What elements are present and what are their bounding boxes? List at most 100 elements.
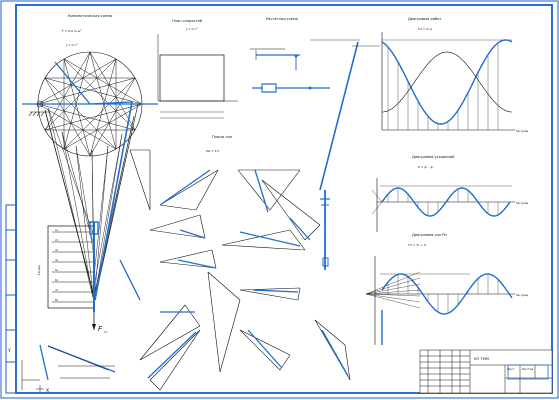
star-ray bbox=[63, 58, 91, 157]
force-formula: Tп = T₁ + T₂ bbox=[407, 243, 428, 247]
vertical-axis-label: Fк(мм) bbox=[37, 265, 41, 275]
kinematic-formula-2: J = m·r² bbox=[65, 43, 78, 47]
star-ray bbox=[44, 77, 143, 105]
wave-axis-label-1: Sв град bbox=[516, 129, 528, 133]
fan-line bbox=[365, 277, 421, 295]
bottom-left-scheme: X Y bbox=[7, 344, 116, 394]
binding-strip bbox=[5, 204, 17, 394]
scale-mark-label: 1₀ bbox=[55, 228, 59, 232]
force-vector bbox=[199, 214, 206, 239]
star-ray bbox=[44, 77, 91, 157]
wave-axis-label-2: Sв град bbox=[516, 201, 528, 205]
force-label: F bbox=[98, 325, 103, 333]
star-ray bbox=[63, 51, 91, 150]
force-vector bbox=[207, 271, 241, 301]
force-vector bbox=[149, 229, 206, 239]
kinematic-formula-1: F = 8.9·m·ω² bbox=[62, 29, 82, 33]
title-block-sheets: Листов bbox=[522, 367, 533, 371]
force-vector bbox=[239, 329, 291, 356]
support-symbol bbox=[28, 100, 50, 117]
star-ray bbox=[37, 103, 117, 150]
fan-line bbox=[365, 293, 421, 297]
force-vector-main bbox=[247, 329, 283, 369]
star-ray bbox=[44, 51, 91, 131]
scale-mark-label: 5₀ bbox=[55, 268, 59, 272]
fan-line bbox=[365, 293, 421, 309]
work-formula: Fи = m·a bbox=[418, 27, 432, 31]
force-vector bbox=[139, 325, 201, 361]
force-vector bbox=[159, 204, 197, 211]
scale-mark-label: 8₀ bbox=[55, 298, 59, 302]
velocity-plan-title: План скоростей bbox=[172, 19, 203, 23]
connecting-rod-positions bbox=[47, 103, 139, 305]
scale-mark-label: 4₀ bbox=[55, 258, 59, 262]
force-vector bbox=[344, 344, 351, 381]
star-ray bbox=[37, 77, 136, 105]
connecting-rod-line bbox=[93, 145, 109, 303]
fan-line bbox=[365, 293, 421, 303]
fan-line bbox=[365, 271, 421, 295]
scale-mark-label: 7₀ bbox=[55, 288, 59, 292]
star-ray bbox=[89, 51, 117, 150]
star-ray bbox=[63, 58, 143, 105]
force-vector-main bbox=[321, 329, 349, 377]
slider-scale: 1₀ 2₀ 3₀ 4₀ 5₀ 6₀ 7₀ 8₀ Fк(мм) F пс bbox=[37, 221, 108, 334]
star-ray bbox=[37, 103, 136, 131]
force-vector bbox=[289, 229, 306, 251]
force-vector bbox=[184, 304, 201, 327]
star-ray bbox=[89, 58, 117, 157]
connecting-rod-line bbox=[47, 107, 95, 237]
star-ray bbox=[44, 103, 143, 131]
design-scheme-title: Расчётная схема bbox=[266, 17, 298, 21]
force-diagram-title: Диаграмма сил Ри bbox=[412, 233, 447, 237]
connecting-rod-line bbox=[93, 133, 123, 287]
work-diagram-title: Диаграмма работ bbox=[408, 17, 441, 21]
force-sub: пс bbox=[104, 330, 108, 334]
title-block-code: КП ТММ bbox=[474, 357, 489, 361]
force-vector bbox=[239, 289, 299, 301]
acceleration-diagram: Диаграмма ускорений P = q₁ - q₂ Sв град bbox=[371, 155, 528, 232]
force-vector-main bbox=[147, 331, 197, 379]
force-vector bbox=[159, 261, 217, 269]
force-vector-main bbox=[119, 259, 141, 301]
scale-mark-label: 2₀ bbox=[55, 238, 59, 242]
connecting-rod-line bbox=[47, 107, 95, 303]
force-vector bbox=[159, 249, 213, 263]
title-block-sheet: Лист bbox=[507, 367, 515, 371]
force-vector bbox=[159, 169, 219, 206]
kinematic-scheme-title: Кинематическая схема bbox=[68, 14, 112, 18]
force-vector bbox=[239, 287, 301, 291]
scale-mark-label: 6₀ bbox=[55, 278, 59, 282]
connecting-rod-line bbox=[75, 145, 95, 303]
axis-x-label: X bbox=[46, 388, 49, 394]
force-plans-title: Планы сил bbox=[212, 135, 232, 139]
force-plans: Планы сил Mк = F·h bbox=[119, 135, 351, 391]
force-vector bbox=[297, 287, 301, 301]
force-vector-main bbox=[254, 169, 269, 213]
force-diagram: Диаграмма сил Ри Tп = T₁ + T₂ Sв град bbox=[365, 233, 528, 345]
force-vector-main bbox=[239, 231, 301, 247]
force-vector bbox=[314, 319, 346, 346]
star-ray bbox=[44, 77, 117, 150]
fan-line bbox=[365, 283, 421, 295]
design-scheme: Расчётная схема bbox=[250, 17, 380, 270]
kinematic-scheme: Кинематическая схема F = 8.9·m·ω² J = m·… bbox=[22, 14, 158, 305]
scale-mark-label: 3₀ bbox=[55, 248, 59, 252]
connecting-rod-line bbox=[61, 131, 95, 247]
force-vector bbox=[269, 169, 301, 211]
axis-y-label: Y bbox=[7, 348, 11, 354]
star-ray bbox=[44, 58, 117, 131]
star-ray bbox=[63, 58, 136, 131]
sheet-inner-frame bbox=[15, 4, 553, 394]
force-plans-formula: Mк = F·h bbox=[206, 149, 220, 153]
star-ray bbox=[63, 77, 136, 150]
force-vector bbox=[129, 149, 151, 211]
star-ray bbox=[89, 77, 136, 157]
force-vector bbox=[149, 329, 201, 381]
force-vector bbox=[159, 329, 201, 391]
wave-axis-label-3: Sв град bbox=[516, 293, 528, 297]
title-block bbox=[419, 349, 553, 394]
force-vector bbox=[211, 249, 217, 269]
